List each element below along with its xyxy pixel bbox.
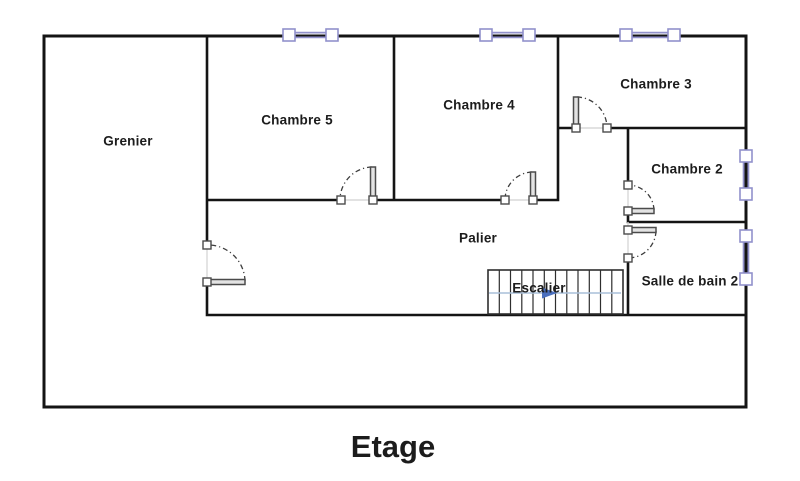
inner-walls [205,34,748,317]
salle-de-bain-door-icon [623,225,657,263]
room-label-chambre3: Chambre 3 [620,76,692,92]
chambre3-door-icon [571,96,612,133]
chambre3-window-icon [619,28,681,42]
room-label-chambre2: Chambre 2 [651,161,723,177]
chambre2-door-icon [623,180,655,216]
room-label-chambre5: Chambre 5 [261,112,333,128]
room-label-escalier: Escalier [512,280,566,296]
stairs-icon [487,269,624,315]
grenier-door-icon [202,240,246,287]
stairs-direction-arrow [542,287,557,299]
chambre5-door-icon [336,166,378,205]
chambre4-window-icon [479,28,536,42]
room-label-palier: Palier [459,230,497,246]
chambre5-window-icon [282,28,339,42]
salle-de-bain-window-icon [739,229,753,286]
room-label-chambre4: Chambre 4 [443,97,515,113]
chambre4-door-icon [500,171,538,205]
door-thresholds [206,127,629,282]
plan-title: Etage [350,429,436,464]
room-label-grenier: Grenier [103,133,153,149]
chambre2-window-icon [739,149,753,201]
room-label-salle-de-bain-2: Salle de bain 2 [641,273,739,289]
